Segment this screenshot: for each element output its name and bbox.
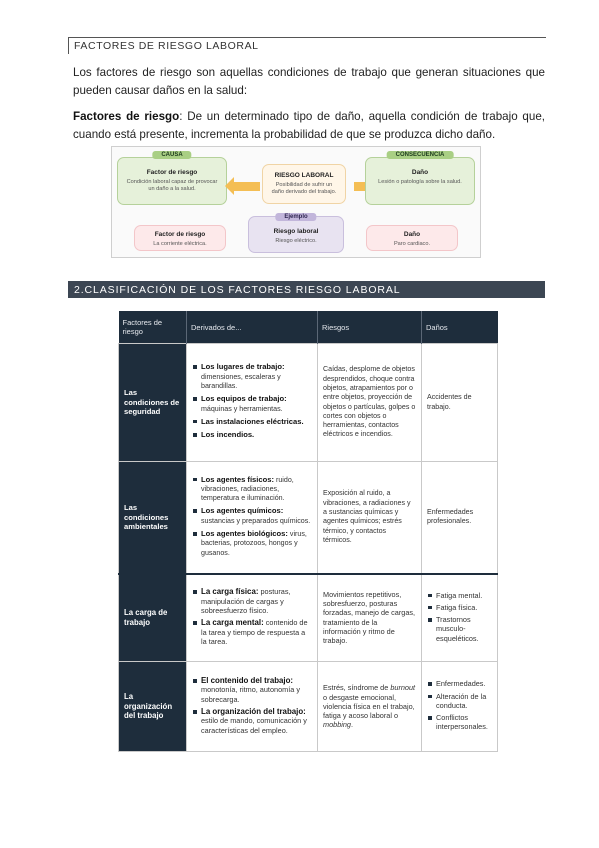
list-item: Enfermedades. (428, 679, 492, 688)
list-item: Conflictos interpersonales. (428, 713, 492, 732)
row-category: Las condiciones ambientales (118, 461, 187, 574)
diagram-causa-desc: Condición laboral capaz de provocar un d… (126, 179, 218, 192)
page-header-title: FACTORES DE RIESGO LABORAL (74, 40, 259, 52)
table-header-cell: Factores de riesgo (118, 311, 187, 344)
list-item: Los lugares de trabajo: dimensiones, esc… (193, 362, 312, 391)
definition-text: : De un determinado tipo de daño, aquell… (73, 110, 545, 141)
section-title-bar: 2.CLASIFICACIÓN DE LOS FACTORES RIESGO L… (68, 281, 545, 298)
diagram-causa-box: CAUSA Factor de riesgo Condición laboral… (117, 151, 227, 205)
table-row: La organización del trabajo El contenido… (118, 661, 498, 752)
row-risks: Movimientos repetitivos, sobresfuerzo, p… (317, 572, 422, 662)
diagram-example-factor-title: Factor de riesgo (154, 231, 206, 238)
diagram-example-dano-desc: Paro cardiaco. (393, 241, 431, 247)
diagram-consecuencia-desc: Lesión o patología sobre la salud. (378, 179, 462, 185)
diagram-causa-title: Factor de riesgo (146, 169, 198, 176)
diagram-example-dano-title: Daño (403, 231, 421, 238)
row-category: La organización del trabajo (118, 661, 187, 752)
row-damages: Enfermedades profesionales. (421, 461, 498, 574)
definition-paragraph: Factores de riesgo: De un determinado ti… (73, 108, 545, 143)
table-row: La carga de trabajo La carga física: pos… (118, 572, 498, 662)
row-risks: Caídas, desplome de objetos desprendidos… (317, 343, 422, 462)
list-item: Los agentes biológicos: virus, bacterias… (193, 529, 312, 558)
intro-paragraph: Los factores de riesgo son aquellas cond… (73, 66, 545, 97)
page-header: FACTORES DE RIESGO LABORAL (68, 37, 546, 54)
list-item: Alteración de la conducta. (428, 692, 492, 711)
row-damages: Enfermedades. Alteración de la conducta.… (421, 661, 498, 752)
list-item: El contenido del trabajo: monotonía, rit… (193, 676, 312, 704)
table-header-cell: Derivados de... (186, 311, 318, 344)
table-row: Las condiciones ambientales Los agentes … (118, 461, 498, 574)
definition-term: Factores de riesgo (73, 110, 180, 123)
diagram-example-title: Riesgo laboral (273, 228, 319, 235)
list-item: Los agentes físicos: ruido, vibraciones,… (193, 475, 312, 504)
diagram-example-dano-box: Daño Paro cardiaco. (366, 225, 458, 251)
diagram-causa-tab: CAUSA (152, 151, 192, 159)
risk-diagram: CAUSA Factor de riesgo Condición laboral… (111, 146, 481, 258)
list-item: Los incendios. (193, 430, 312, 440)
list-item: Fatiga física. (428, 603, 492, 612)
row-category: La carga de trabajo (118, 572, 187, 662)
list-item: Las instalaciones eléctricas. (193, 417, 312, 427)
classification-table: Factores de riesgo Derivados de... Riesg… (118, 311, 498, 752)
diagram-consecuencia-tab: CONSECUENCIA (386, 151, 454, 159)
list-item: Los agentes químicos: sustancias y prepa… (193, 506, 311, 525)
section-title: 2.CLASIFICACIÓN DE LOS FACTORES RIESGO L… (74, 284, 401, 296)
table-header-row: Factores de riesgo Derivados de... Riesg… (118, 311, 498, 344)
row-category: Las condiciones de seguridad (118, 343, 187, 462)
list-item: Trastornos musculo-esqueléticos. (428, 615, 492, 643)
row-damages: Fatiga mental. Fatiga física. Trastornos… (421, 572, 498, 662)
diagram-example-factor-box: Factor de riesgo La corriente eléctrica. (134, 225, 226, 251)
diagram-consecuencia-title: Daño (411, 169, 429, 176)
arrow-left-icon (225, 177, 260, 195)
table-header-cell: Riesgos (317, 311, 422, 344)
row-derived: Los agentes físicos: ruido, vibraciones,… (186, 461, 318, 574)
table-row: Las condiciones de seguridad Los lugares… (118, 343, 498, 462)
row-damages: Accidentes de trabajo. (421, 343, 498, 462)
list-item: Fatiga mental. (428, 591, 492, 600)
list-item: La carga física: posturas, manipulación … (193, 587, 312, 615)
diagram-riesgo-box: RIESGO LABORAL Posibilidad de sufrir un … (262, 164, 346, 204)
row-risks: Estrés, síndrome de burnout o desgaste e… (317, 661, 422, 752)
list-item: Los equipos de trabajo: máquinas y herra… (193, 394, 312, 414)
row-derived: El contenido del trabajo: monotonía, rit… (186, 661, 318, 752)
list-item: La carga mental: contenido de la tarea y… (193, 618, 312, 646)
diagram-riesgo-title: RIESGO LABORAL (274, 172, 334, 179)
list-item: La organización del trabajo: estilo de m… (193, 707, 312, 735)
diagram-example-desc: Riesgo eléctrico. (275, 238, 317, 244)
diagram-example-tab: Ejemplo (275, 213, 317, 221)
diagram-example-factor-desc: La corriente eléctrica. (153, 241, 207, 247)
diagram-example-box: Ejemplo Riesgo laboral Riesgo eléctrico. (248, 213, 344, 253)
diagram-consecuencia-box: CONSECUENCIA Daño Lesión o patología sob… (365, 151, 475, 205)
row-risks: Exposición al ruido, a vibraciones, a ra… (317, 461, 422, 574)
table-header-cell: Daños (421, 311, 498, 344)
diagram-riesgo-desc: Posibilidad de sufrir un daño derivado d… (271, 182, 337, 195)
row-derived: Los lugares de trabajo: dimensiones, esc… (186, 343, 318, 462)
row-derived: La carga física: posturas, manipulación … (186, 572, 318, 662)
